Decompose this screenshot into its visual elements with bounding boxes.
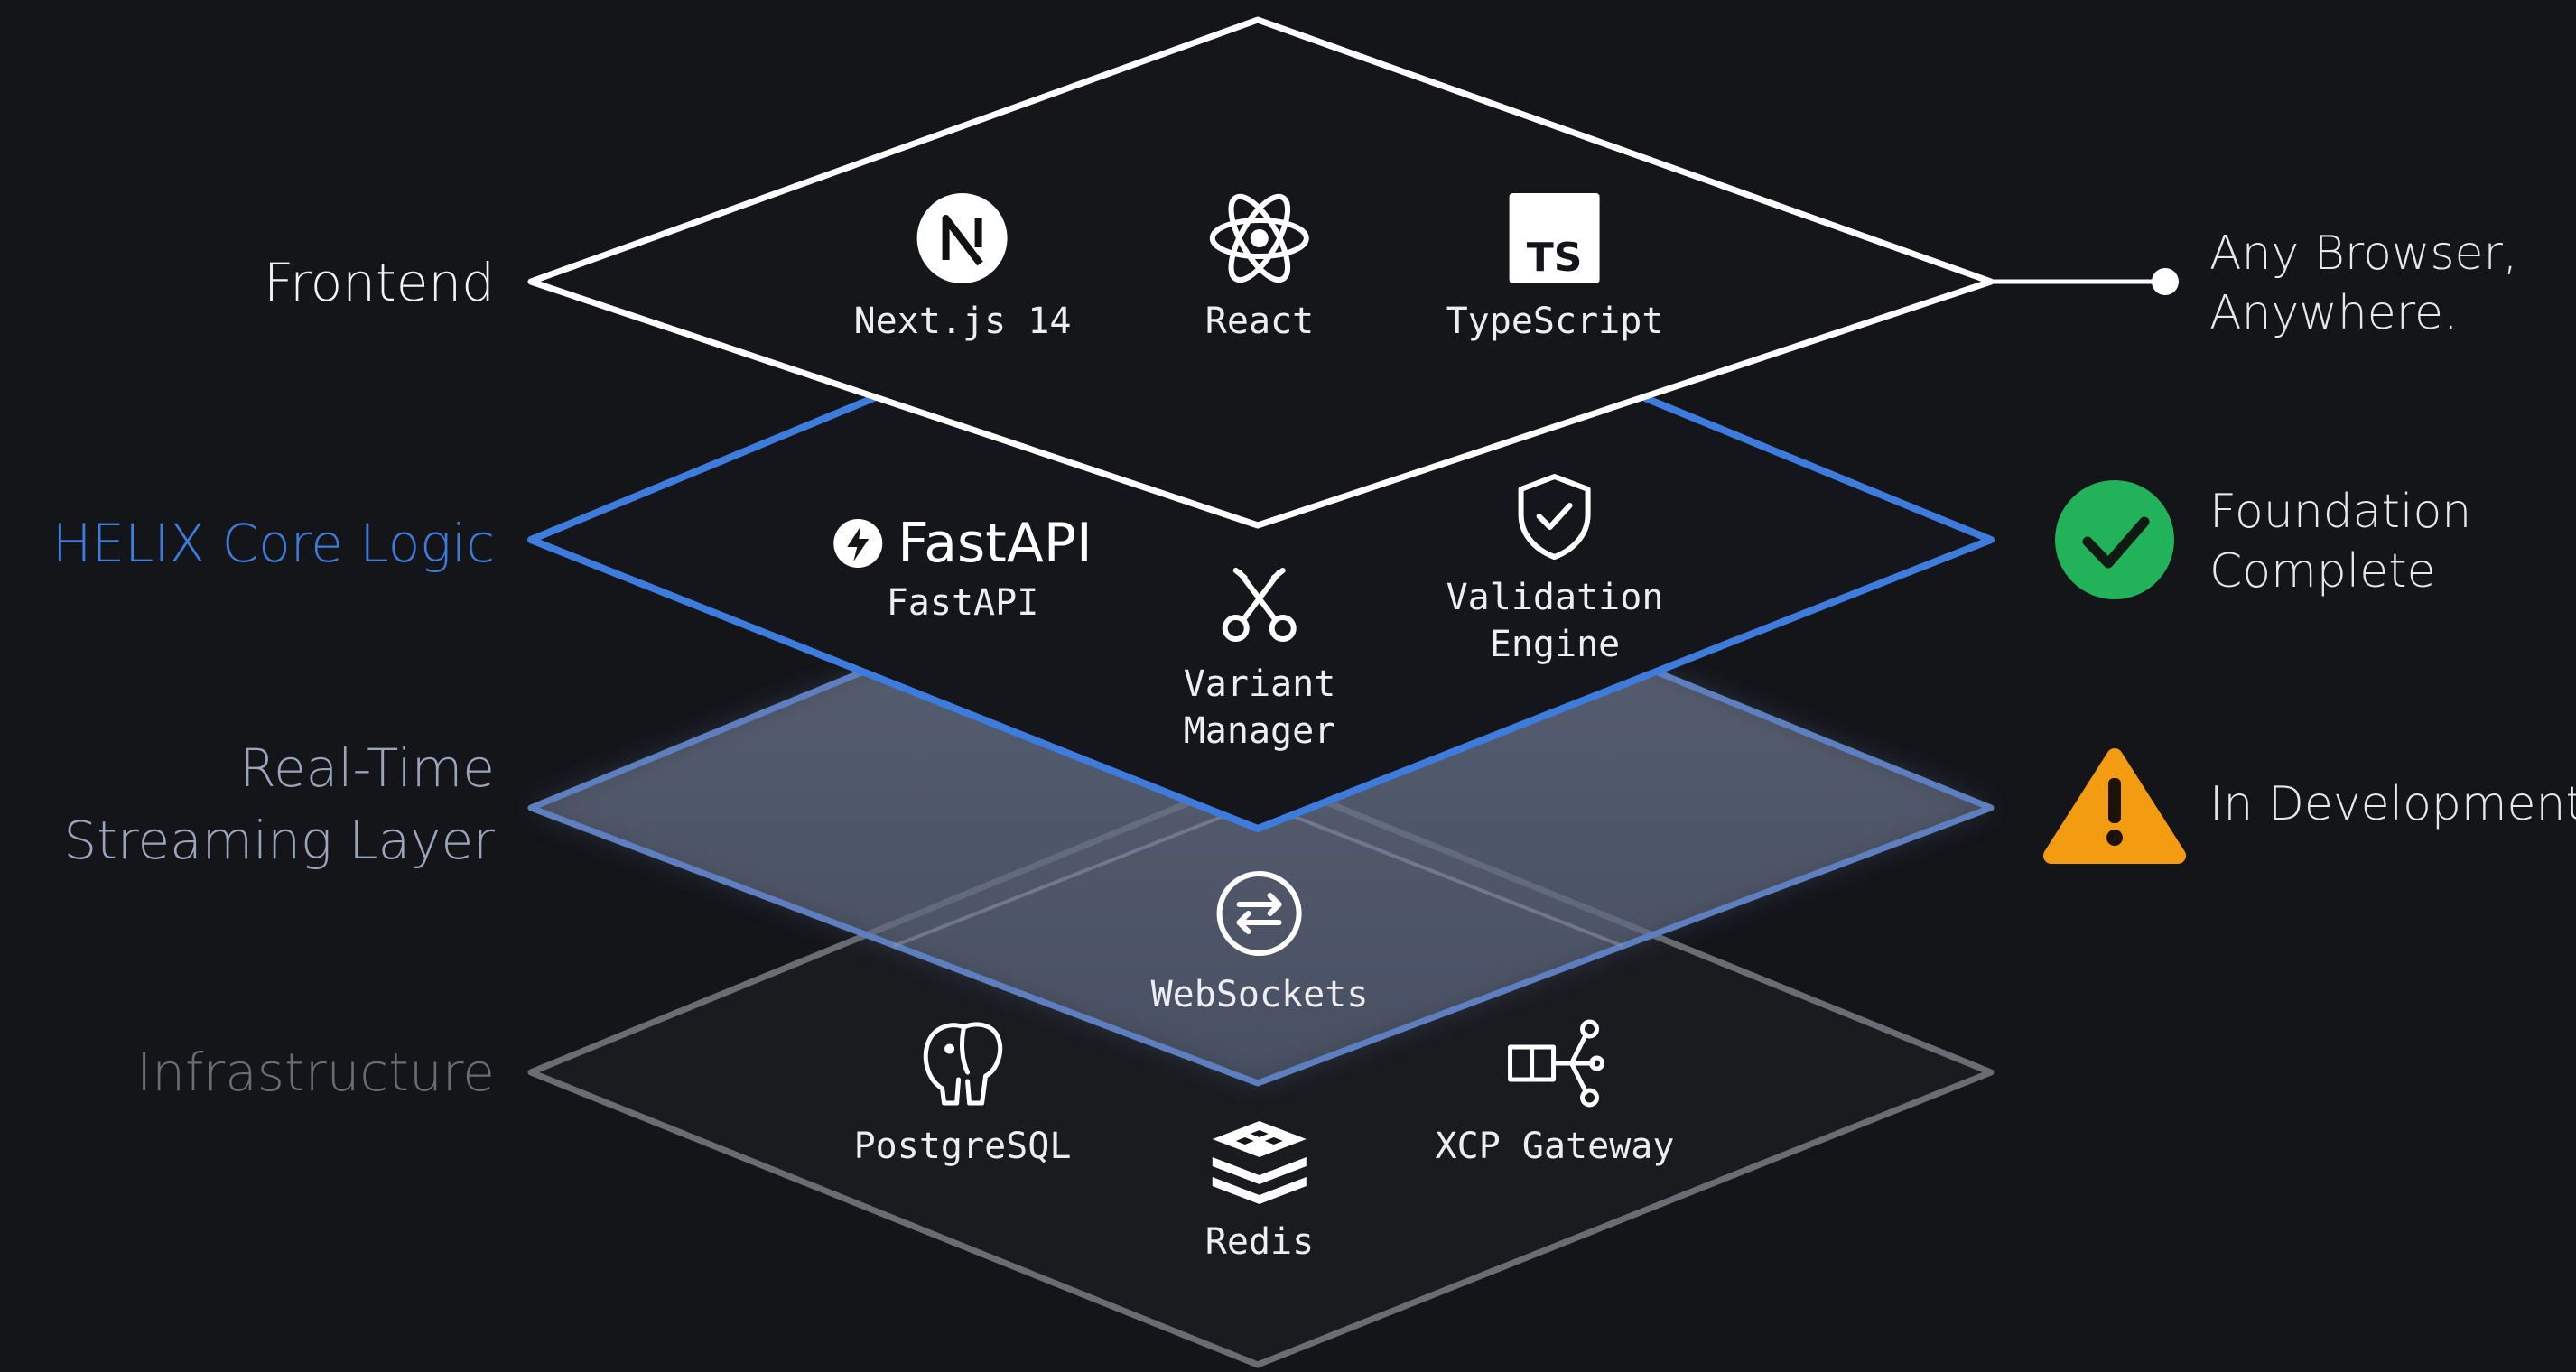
check-circle-icon	[2055, 480, 2174, 599]
frontend-status-line-1: Any Browser,	[2209, 227, 2518, 281]
typescript-label: TypeScript	[1446, 301, 1664, 342]
nextjs-label: Next.js 14	[853, 301, 1072, 342]
typescript-badge-text: TS	[1527, 235, 1583, 281]
fastapi-label: FastAPI	[886, 582, 1039, 624]
branch-icon	[1222, 568, 1297, 642]
streaming-layer-label: Real-Time Streaming Layer	[63, 732, 495, 876]
shield-check-icon	[1518, 474, 1591, 560]
streaming-layer-label-line-1: Real-Time	[239, 737, 495, 799]
tech-xcp-gateway: XCP Gateway	[1435, 1016, 1675, 1170]
nextjs-icon	[916, 193, 1008, 283]
core-logic-layer-label: HELIX Core Logic	[51, 513, 495, 574]
variant-manager-label-line-2: Manager	[1183, 710, 1336, 752]
postgresql-label: PostgreSQL	[853, 1126, 1072, 1167]
fastapi-logo: FastAPI	[832, 511, 1093, 576]
react-icon	[1209, 193, 1309, 283]
warning-icon	[2043, 748, 2186, 864]
tech-react: React	[1205, 191, 1314, 345]
tech-typescript: TS TypeScript	[1446, 191, 1664, 345]
tech-redis: Redis	[1205, 1119, 1314, 1265]
infrastructure-layer-label: Infrastructure	[136, 1042, 495, 1103]
fastapi-logo-text: FastAPI	[897, 512, 1093, 575]
core-status: Foundation Complete	[2209, 482, 2471, 601]
core-status-line-2: Complete	[2209, 544, 2436, 598]
tech-postgresql: PostgreSQL	[853, 1016, 1072, 1170]
xcp-gateway-label: XCP Gateway	[1435, 1126, 1675, 1167]
typescript-icon: TS	[1509, 193, 1600, 283]
validation-engine-label-line-1: Validation	[1446, 577, 1664, 618]
variant-manager-label: Variant Manager	[1184, 661, 1336, 755]
frontend-status: Any Browser, Anywhere.	[2209, 224, 2517, 343]
websockets-label: WebSockets	[1150, 974, 1369, 1015]
frontend-status-line-2: Anywhere.	[2209, 286, 2459, 340]
gateway-hub-icon	[1508, 1019, 1604, 1108]
react-label: React	[1204, 301, 1315, 342]
streaming-status: In Development	[2209, 777, 2576, 831]
validation-engine-label: Validation Engine	[1446, 574, 1664, 668]
core-logic-plane	[527, 236, 1995, 832]
exchange-arrows-icon	[1216, 871, 1302, 956]
frontend-layer-label: Frontend	[264, 252, 495, 313]
redis-label: Redis	[1204, 1221, 1315, 1263]
variant-manager-label-line-1: Variant	[1183, 663, 1336, 705]
lightning-bolt-icon	[833, 519, 883, 568]
core-status-line-1: Foundation	[2209, 485, 2472, 539]
postgresql-elephant-icon	[924, 1022, 1003, 1106]
redis-stack-icon	[1212, 1121, 1307, 1204]
validation-engine-label-line-2: Engine	[1489, 624, 1621, 665]
frontend-connector-dot	[2152, 268, 2179, 295]
tech-variant-manager: Variant Manager	[1184, 561, 1336, 755]
tech-websockets: WebSockets	[1150, 868, 1369, 1018]
tech-validation-engine: Validation Engine	[1446, 471, 1664, 668]
tech-nextjs: Next.js 14	[853, 191, 1072, 345]
tech-fastapi: FastAPI FastAPI	[832, 511, 1093, 626]
streaming-layer-label-line-2: Streaming Layer	[63, 810, 495, 871]
